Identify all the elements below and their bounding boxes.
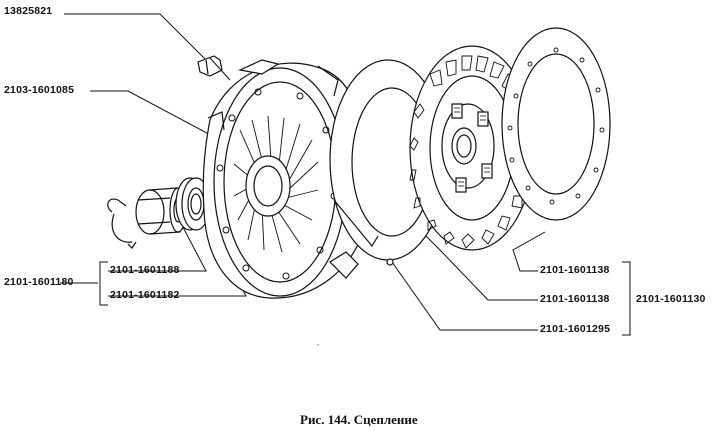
release-bearing	[107, 187, 187, 249]
label-bolt: 13825821	[4, 5, 53, 17]
label-sleeve: 2101-1601182	[110, 289, 180, 301]
label-friction-ring-b: 2101-1601138	[540, 293, 610, 305]
bolt-part	[197, 55, 231, 81]
clutch-cover	[202, 59, 371, 299]
label-disc-assy: 2101-1601130	[636, 293, 706, 305]
label-friction-ring: 2101-1601138	[540, 264, 610, 276]
label-bearing: 2101-1601188	[110, 264, 180, 276]
label-cover: 2103-1601085	[4, 84, 75, 96]
leader-lines	[60, 13, 631, 336]
label-bearing-assy: 2101-1601180	[4, 276, 74, 288]
figure-caption: Рис. 144. Сцепление	[300, 412, 418, 427]
label-rivet: 2101-1601295	[540, 323, 611, 335]
friction-ring	[501, 27, 611, 221]
